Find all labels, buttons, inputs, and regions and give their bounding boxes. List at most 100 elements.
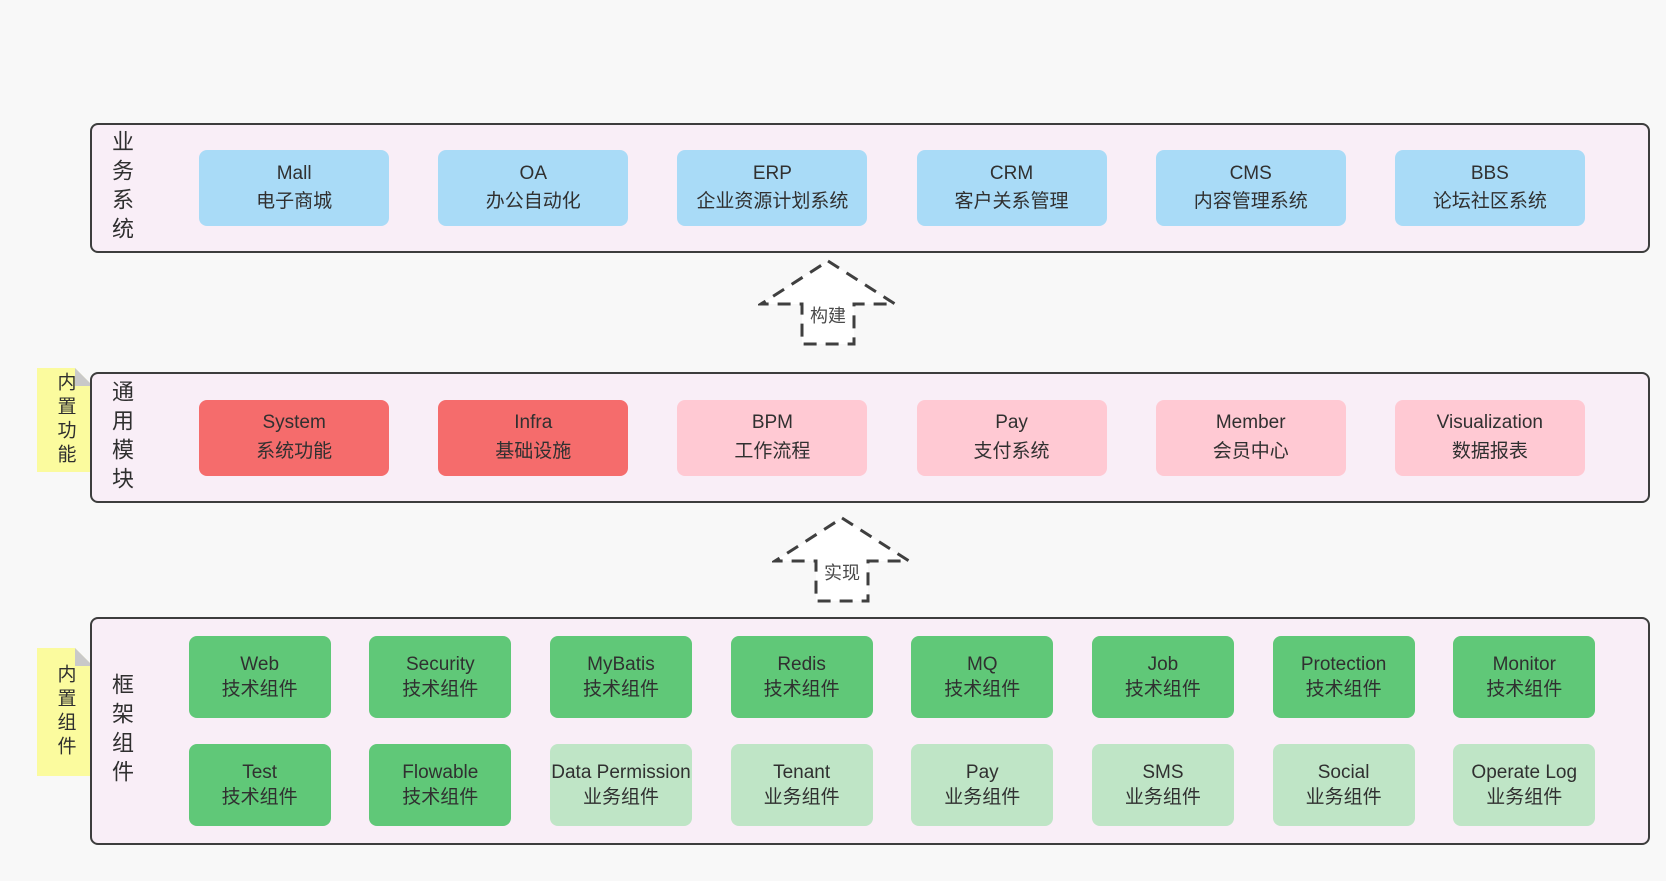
box-mybatis-name: MyBatis [587,653,655,675]
box-test-name: Test [242,761,278,783]
box-visualization-name: Visualization [1436,412,1543,433]
box-pay-system-desc: 支付系统 [973,440,1050,462]
box-bpm: BPM 工作流程 [677,399,868,476]
box-bpm-name: BPM [751,412,794,433]
box-monitor-name: Monitor [1492,653,1556,675]
box-social: Social 业务组件 [1272,744,1415,826]
box-protection-desc: 技术组件 [1305,679,1382,700]
box-security-name: Security [405,653,475,675]
common-modules-boxes: System 系统功能 Infra 基础设施 BPM 工作流程 Pay 支付系统… [150,374,1648,501]
box-erp-desc: 企业资源计划系统 [696,191,849,212]
box-oa: OA 办公自动化 [438,150,629,226]
box-erp: ERP 企业资源计划系统 [677,150,868,226]
box-system-desc: 系统功能 [256,440,333,462]
box-cms-name: CMS [1229,162,1272,184]
box-mybatis: MyBatis 技术组件 [549,636,692,718]
box-job: Job 技术组件 [1091,636,1234,718]
box-bbs: BBS 论坛社区系统 [1394,150,1585,226]
box-flowable: Flowable 技术组件 [369,744,512,826]
box-mq: MQ 技术组件 [911,636,1054,718]
box-protection: Protection 技术组件 [1272,636,1415,718]
box-bbs-desc: 论坛社区系统 [1432,191,1547,212]
section-common-modules: 通用模块 System 系统功能 Infra 基础设施 BPM 工作流程 Pay… [90,372,1650,503]
box-member: Member 会员中心 [1155,399,1346,476]
box-web-desc: 技术组件 [221,679,298,700]
box-flowable-name: Flowable [402,761,479,783]
box-security-desc: 技术组件 [402,679,479,700]
box-mall-name: Mall [276,162,312,184]
build-arrow: 构建 [758,258,898,348]
box-data-permission: Data Permission 业务组件 [549,744,692,826]
box-pay-system-name: Pay [995,412,1028,433]
box-cms: CMS 内容管理系统 [1155,150,1346,226]
box-erp-name: ERP [752,162,792,184]
box-visualization: Visualization 数据报表 [1394,399,1585,476]
box-test: Test 技术组件 [188,744,331,826]
box-operate-log: Operate Log 业务组件 [1453,744,1596,826]
box-test-desc: 技术组件 [221,787,298,808]
box-cms-desc: 内容管理系统 [1193,191,1308,212]
box-pay-component-desc: 业务组件 [944,787,1021,808]
box-redis: Redis 技术组件 [730,636,873,718]
box-bbs-name: BBS [1470,162,1509,184]
box-system-name: System [262,412,326,433]
box-visualization-desc: 数据报表 [1451,440,1528,462]
section-framework-components: 框架组件 Web 技术组件 Security 技术组件 MyBatis 技术组件… [90,617,1650,845]
box-crm: CRM 客户关系管理 [916,150,1107,226]
framework-row-1: Web 技术组件 Security 技术组件 MyBatis 技术组件 Redi… [150,636,1648,718]
box-member-desc: 会员中心 [1212,440,1289,462]
box-job-desc: 技术组件 [1124,679,1201,700]
box-redis-desc: 技术组件 [763,679,840,700]
common-modules-label: 通用模块 [109,379,134,496]
box-social-desc: 业务组件 [1305,787,1382,808]
implement-arrow: 实现 [772,515,912,605]
box-tenant: Tenant 业务组件 [730,744,873,826]
box-mall-desc: 电子商城 [256,191,333,212]
box-crm-name: CRM [989,162,1034,184]
box-flowable-desc: 技术组件 [402,787,479,808]
box-operate-log-desc: 业务组件 [1486,787,1563,808]
builtin-components-note: 内置组件 [37,648,93,776]
box-mq-desc: 技术组件 [944,679,1021,700]
business-systems-boxes: Mall 电子商城 OA 办公自动化 ERP 企业资源计划系统 CRM 客户关系… [150,125,1648,251]
box-monitor-desc: 技术组件 [1486,679,1563,700]
box-sms: SMS 业务组件 [1091,744,1234,826]
section-business-systems: 业务系统 Mall 电子商城 OA 办公自动化 ERP 企业资源计划系统 CRM… [90,123,1650,253]
box-system: System 系统功能 [199,399,390,476]
box-pay-component-name: Pay [965,761,999,783]
box-job-name: Job [1147,653,1179,675]
box-infra: Infra 基础设施 [438,399,629,476]
box-sms-desc: 业务组件 [1124,787,1201,808]
box-mybatis-desc: 技术组件 [582,679,659,700]
box-mq-name: MQ [966,653,998,675]
box-oa-desc: 办公自动化 [485,191,581,212]
box-crm-desc: 客户关系管理 [954,191,1069,212]
box-bpm-desc: 工作流程 [734,440,811,462]
business-systems-label: 业务系统 [109,130,134,246]
box-data-permission-name: Data Permission [551,761,691,783]
box-infra-name: Infra [514,412,553,433]
box-member-name: Member [1215,412,1286,433]
framework-components-rows: Web 技术组件 Security 技术组件 MyBatis 技术组件 Redi… [150,619,1648,843]
box-pay-system: Pay 支付系统 [916,399,1107,476]
implement-arrow-label: 实现 [821,559,863,585]
box-monitor: Monitor 技术组件 [1453,636,1596,718]
framework-components-label: 框架组件 [109,673,134,789]
box-redis-name: Redis [777,653,826,675]
box-pay-component: Pay 业务组件 [911,744,1054,826]
box-mall: Mall 电子商城 [199,150,390,226]
box-data-permission-desc: 业务组件 [582,787,659,808]
box-tenant-name: Tenant [773,761,831,783]
box-sms-name: SMS [1142,761,1184,783]
box-operate-log-name: Operate Log [1471,761,1578,783]
box-infra-desc: 基础设施 [495,440,572,462]
box-oa-name: OA [519,162,547,184]
framework-row-2: Test 技术组件 Flowable 技术组件 Data Permission … [150,744,1648,826]
box-protection-name: Protection [1300,653,1387,675]
build-arrow-label: 构建 [807,302,849,328]
box-social-name: Social [1317,761,1370,783]
box-security: Security 技术组件 [369,636,512,718]
box-web-name: Web [240,653,280,675]
box-web: Web 技术组件 [188,636,331,718]
